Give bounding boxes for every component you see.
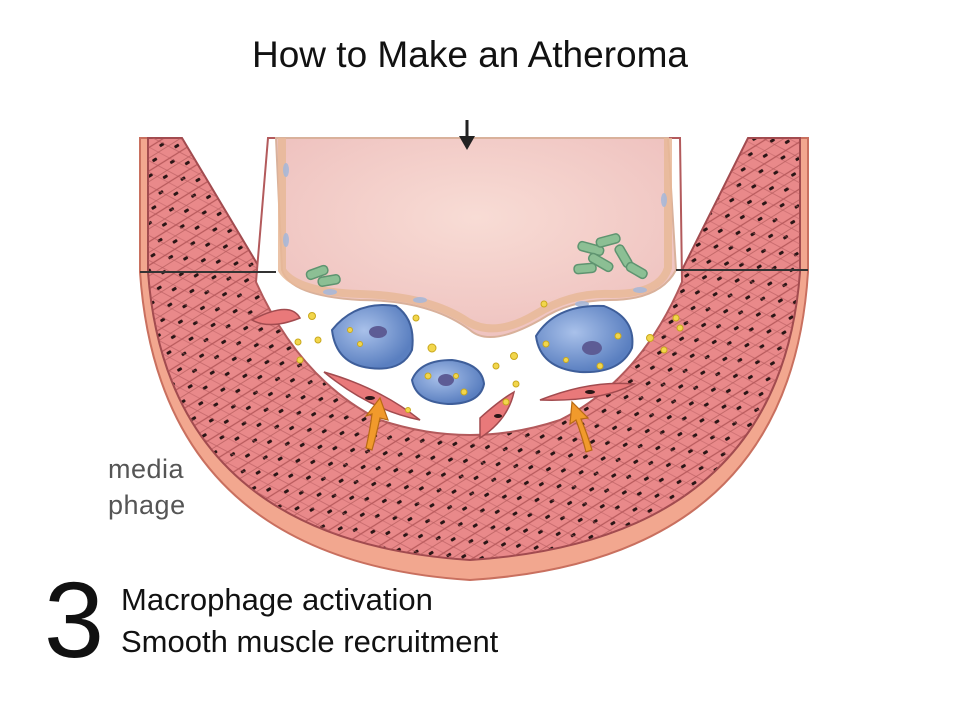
- lipid-granules: [294, 300, 684, 413]
- lumen: [274, 137, 678, 338]
- lipid-deposits: [305, 233, 648, 287]
- recruitment-arrow-icon: [364, 396, 593, 453]
- caption-line-smooth-muscle: Smooth muscle recruitment: [121, 624, 499, 659]
- caption-line-macrophage: Macrophage activation: [121, 582, 433, 617]
- step-number: 3: [44, 559, 105, 680]
- down-arrow-icon: [459, 120, 475, 150]
- slide-title: How to Make an Atheroma: [252, 34, 688, 75]
- macrophages: [330, 304, 634, 406]
- cropped-label-phage: phage: [108, 490, 186, 520]
- cropped-label-media: media: [108, 454, 185, 484]
